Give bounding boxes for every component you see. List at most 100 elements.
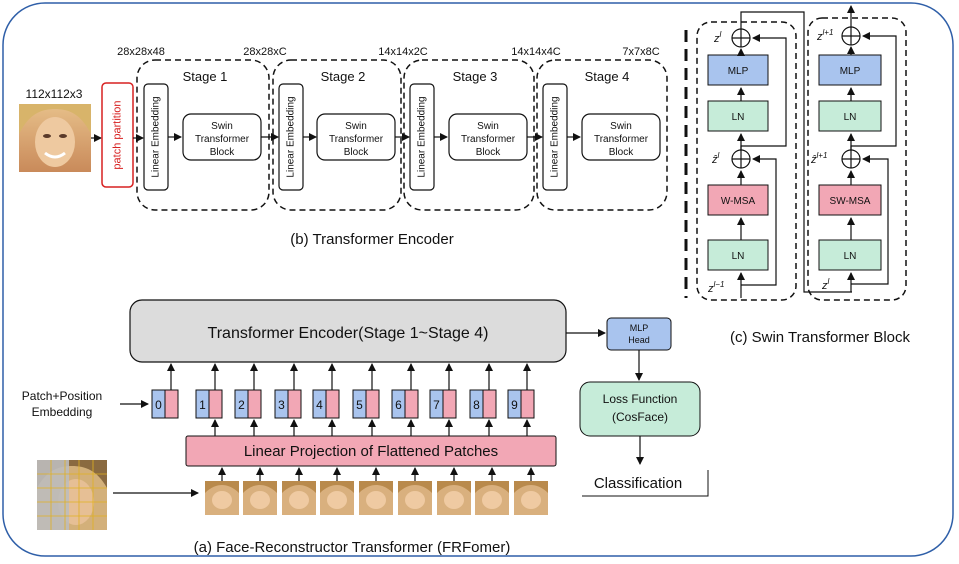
stage-3: Stage 3 Linear Embedding Swin Transforme… — [403, 59, 543, 211]
linear-projection-label: Linear Projection of Flattened Patches — [244, 443, 498, 460]
position-token: 8 — [469, 363, 497, 436]
ln-label: LN — [732, 112, 745, 123]
position-token: 5 — [352, 363, 380, 436]
token-index: 2 — [238, 398, 245, 412]
patch-partition-box — [101, 82, 134, 188]
stage-size-label: 14x14x2C — [378, 46, 428, 58]
ln-box — [707, 100, 769, 132]
token-index: 3 — [278, 398, 285, 412]
sw-msa-box — [818, 184, 882, 216]
patch-partition-label: patch partition — [111, 100, 123, 169]
swin-block-label: Transformer — [195, 134, 250, 145]
token-index: 5 — [356, 398, 363, 412]
loss-function-box — [579, 381, 701, 437]
stage-size-label: 14x14x4C — [511, 46, 561, 58]
face-patch — [205, 467, 239, 515]
token-index: 0 — [155, 398, 162, 412]
z-label: zl — [821, 277, 830, 292]
face-patch — [398, 467, 432, 515]
stage-label: Stage 2 — [321, 69, 366, 84]
token-row: 0 1 2 3 4 5 6 7 8 9 — [151, 363, 535, 436]
patch-row — [205, 467, 548, 515]
stage-1: Stage 1 Linear Embedding Swin Transforme… — [136, 59, 279, 211]
frformer-caption: (a) Face-Reconstructor Transformer (FRFo… — [194, 539, 511, 556]
swin-block-label: Transformer — [329, 134, 384, 145]
swin-block-box — [581, 113, 661, 161]
position-token: 1 — [195, 363, 223, 436]
ln-box — [818, 239, 882, 271]
stage-2: Stage 2 Linear Embedding Swin Transforme… — [272, 59, 410, 211]
face-patch — [282, 467, 316, 515]
w-msa-box — [707, 184, 769, 216]
stage-label: Stage 1 — [183, 69, 228, 84]
face-patch — [514, 467, 548, 515]
token-index: 8 — [473, 398, 480, 412]
stage-size-label: 28x28x48 — [117, 46, 165, 58]
token-index: 4 — [316, 398, 323, 412]
patch-position-label: Embedding — [32, 405, 93, 419]
mlp-box — [818, 54, 882, 86]
token-index: 9 — [511, 398, 518, 412]
msa-label: SW-MSA — [830, 196, 871, 207]
face-patch — [359, 467, 393, 515]
position-token: 7 — [429, 363, 457, 436]
z-label: zl — [713, 30, 722, 45]
swin-block-label: Transformer — [594, 134, 649, 145]
linear-embedding-label: Linear Embedding — [550, 96, 561, 177]
mlp-label: MLP — [840, 66, 861, 77]
position-token: 3 — [274, 363, 302, 436]
face-patch — [475, 467, 509, 515]
swin-block-label: Block — [476, 147, 501, 158]
position-token: 6 — [391, 363, 419, 436]
outer-frame — [2, 2, 954, 557]
swin-block-label: Swin — [345, 121, 367, 132]
token-index: 1 — [199, 398, 206, 412]
loss-function-label: Loss Function — [603, 392, 678, 406]
encoder-caption: (b) Transformer Encoder — [290, 231, 453, 248]
face-patch — [437, 467, 471, 515]
stage-size-label: 7x7x8C — [622, 46, 659, 58]
linear-projection-box — [185, 435, 557, 467]
linear-embedding-label: Linear Embedding — [286, 96, 297, 177]
mlp-head-label: MLP — [630, 323, 649, 333]
token-index: 6 — [395, 398, 402, 412]
ln-label: LN — [732, 251, 745, 262]
position-token: 2 — [234, 363, 262, 436]
loss-function-label: (CosFace) — [612, 410, 668, 424]
swin-block-label: Swin — [477, 121, 499, 132]
position-token: 9 — [507, 363, 535, 436]
swin-block-left: zl MLP LN ẑl W-MSA LN zl−1 — [696, 21, 797, 301]
ln-label: LN — [844, 251, 857, 262]
stage-label: Stage 4 — [585, 69, 630, 84]
position-token: 0 — [151, 363, 179, 419]
swin-block-label: Block — [344, 147, 369, 158]
swin-block-label: Transformer — [461, 134, 516, 145]
patch-position-label: Patch+Position — [22, 389, 102, 403]
swin-block-label: Swin — [610, 121, 632, 132]
input-face-image — [19, 104, 91, 172]
swin-block-caption: (c) Swin Transformer Block — [730, 329, 911, 346]
swin-block-right: zl+1 MLP LN ẑl+1 SW-MSA LN zl — [807, 5, 907, 301]
transformer-encoder-label: Transformer Encoder(Stage 1~Stage 4) — [208, 325, 489, 342]
linear-embedding-label: Linear Embedding — [151, 96, 162, 177]
msa-label: W-MSA — [721, 196, 756, 207]
mlp-label: MLP — [728, 66, 749, 77]
swin-block-label: Block — [210, 147, 235, 158]
classification-label: Classification — [594, 475, 682, 492]
position-token: 4 — [312, 363, 340, 436]
z-label: ẑl — [711, 151, 720, 166]
linear-embedding-label: Linear Embedding — [417, 96, 428, 177]
z-label: zl−1 — [707, 280, 724, 295]
transformer-encoder-box — [129, 299, 567, 363]
stage-label: Stage 3 — [453, 69, 498, 84]
face-patch — [320, 467, 354, 515]
swin-block-label: Swin — [211, 121, 233, 132]
input-size-label: 112x112x3 — [26, 87, 83, 101]
face-patch — [243, 467, 277, 515]
z-label: zl+1 — [816, 28, 833, 43]
mlp-head-label: Head — [628, 335, 650, 345]
ln-box — [818, 100, 882, 132]
grid-face-image — [37, 460, 107, 530]
mlp-box — [707, 54, 769, 86]
